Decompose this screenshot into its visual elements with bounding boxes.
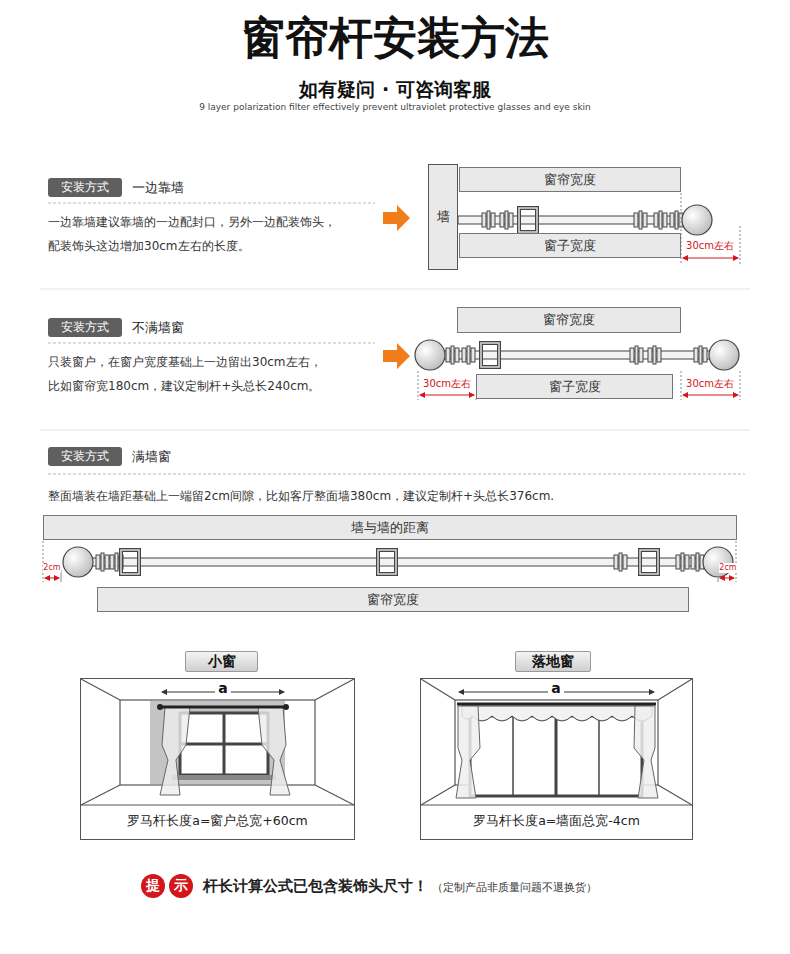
dimension-letter: a [548,681,564,695]
node-text: 窗帘宽度 [367,591,419,609]
node-text: 安装方式 [61,319,109,336]
page-title: 窗帘杆安装方法 [0,12,790,65]
english-note: 9 layer polarization filter effectively … [0,102,790,113]
node-text: 安装方式 [61,179,109,196]
method-note: 一边靠墙建议靠墙的一边配封口，另外一边配装饰头， 配装饰头这边增加30cm左右的… [48,210,348,258]
width-band: 窗帘宽度 [457,307,681,333]
node-text: 安装方式 [61,448,109,465]
case-tag: 小窗 [185,651,258,672]
dimension: 2cm [43,563,61,573]
node-text: 落地窗 [532,653,574,671]
case-tag: 落地窗 [515,651,591,672]
dimension: 30cm左右 [682,240,738,252]
node-text: 窗帘宽度 [544,171,596,189]
dimension: 2cm [719,563,737,573]
node-text: 墙与墙的距离 [351,519,429,537]
method-tag: 安装方式 [48,178,122,197]
method-name: 不满墙窗 [132,320,184,336]
method-note: 整面墙装在墙距基础上一端留2cm间隙，比如客厅整面墙380cm，建议定制杆+头总… [48,484,748,508]
node-text: 罗马杆长度a=窗户总宽+60cm [124,813,311,830]
node-text: 窗帘宽度 [543,311,595,329]
width-band: 窗子宽度 [476,374,673,399]
width-band: 墙与墙的距离 [43,515,737,540]
tip-circle: 示 [169,874,193,898]
room-frame: 罗马杆长度a=窗户总宽+60cm [80,678,355,840]
room-frame: 罗马杆长度a=墙面总宽-4cm [420,678,693,840]
wall-block: 墙 [428,164,458,270]
tip-circle: 提 [141,874,165,898]
method-note: 只装窗户，在窗户宽度基础上一边留出30cm左右， 比如窗帘宽180cm，建议定制… [48,350,332,398]
width-band: 窗帘宽度 [97,587,689,612]
dimension: 30cm左右 [419,378,475,390]
dimension-letter: a [215,681,231,695]
node-text: 示 [174,877,188,895]
subtitle: 如有疑问 · 可咨询客服 [0,78,790,101]
method-tag: 安装方式 [48,447,122,466]
node-text: 墙 [437,208,450,226]
tip-note: 杆长计算公式已包含装饰头尺寸！ [203,877,428,897]
method-tag: 安装方式 [48,318,122,337]
width-band: 窗子宽度 [459,233,681,258]
width-band: 窗帘宽度 [459,167,681,192]
node-text: 窗子宽度 [544,237,596,255]
node-text: 提 [146,877,160,895]
dimension: 30cm左右 [682,378,738,390]
node-text: 小窗 [208,653,236,671]
tip-small: （定制产品非质量问题不退换货） [432,881,597,895]
node-text: 罗马杆长度a=墙面总宽-4cm [470,813,643,830]
node-text: 窗子宽度 [549,378,601,396]
method-name: 一边靠墙 [132,180,184,196]
method-name: 满墙窗 [132,449,171,465]
